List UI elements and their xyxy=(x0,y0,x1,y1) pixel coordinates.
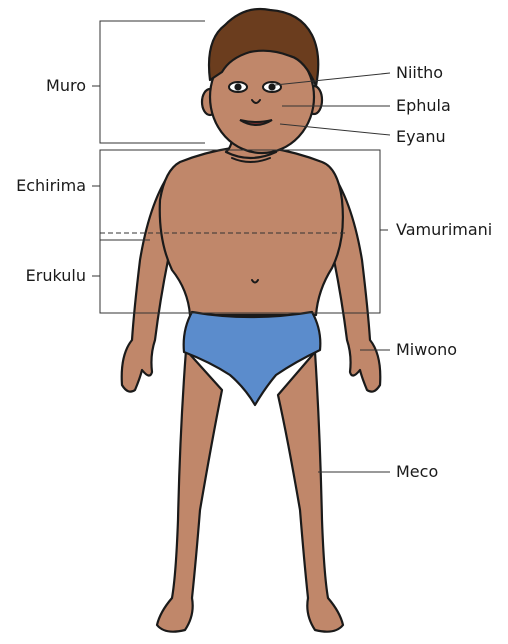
right-leg xyxy=(278,352,343,632)
label-muro: Muro xyxy=(46,77,86,95)
label-erukulu: Erukulu xyxy=(26,267,86,285)
label-ephula: Ephula xyxy=(396,97,451,115)
label-eyanu: Eyanu xyxy=(396,128,446,146)
label-echirima: Echirima xyxy=(16,177,86,195)
label-vamurimani: Vamurimani xyxy=(396,221,492,239)
label-meco: Meco xyxy=(396,463,438,481)
label-niitho: Niitho xyxy=(396,64,443,82)
echirima-bracket xyxy=(100,150,150,233)
left-leg xyxy=(157,350,222,632)
label-miwono: Miwono xyxy=(396,341,457,359)
torso xyxy=(160,148,343,315)
muro-bracket xyxy=(100,21,205,143)
